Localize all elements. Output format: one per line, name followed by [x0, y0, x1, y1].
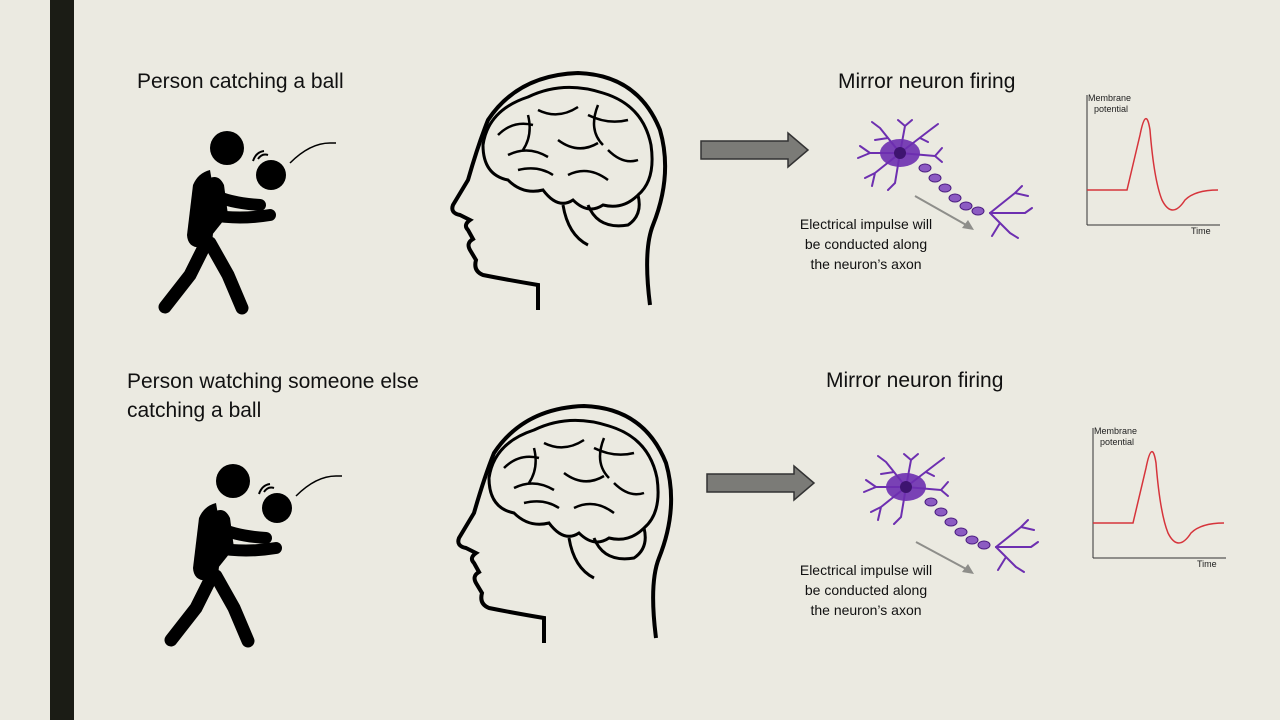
- membrane-potential-graph: Membrane potential Time: [1086, 93, 1220, 236]
- membrane-potential-graph: Membrane potential Time: [1092, 426, 1226, 569]
- row2-neuron-caption: Electrical impulse will be conducted alo…: [766, 560, 966, 620]
- caption-line: be conducted along: [804, 236, 928, 252]
- graph-ylabel: Membrane: [1094, 426, 1137, 436]
- row1-neuron-caption: Electrical impulse will be conducted alo…: [766, 214, 966, 274]
- caption-line: the neuron’s axon: [810, 602, 922, 618]
- graph-ylabel: Membrane: [1088, 93, 1131, 103]
- row2-firing-title: Mirror neuron firing: [826, 369, 1004, 392]
- row1-firing-title: Mirror neuron firing: [838, 70, 1016, 93]
- right-arrow-icon: [706, 464, 816, 502]
- caption-line: be conducted along: [804, 582, 928, 598]
- row1-title: Person catching a ball: [137, 70, 344, 93]
- caption-line: Electrical impulse will: [799, 216, 933, 232]
- row2-title-line2: catching a ball: [127, 399, 262, 422]
- sidebar-bar: [50, 0, 74, 720]
- graph-xlabel: Time: [1191, 226, 1211, 236]
- caption-line: Electrical impulse will: [799, 562, 933, 578]
- right-arrow-icon: [700, 131, 810, 169]
- graph-xlabel: Time: [1197, 559, 1217, 569]
- brain-head-icon: [450, 70, 668, 310]
- graph-ylabel: potential: [1094, 104, 1128, 114]
- row2-title: Person watching someone else catching a …: [127, 367, 419, 425]
- neuron-icon: [863, 453, 1039, 574]
- neuron-icon: [857, 119, 1033, 239]
- person-catching-ball-icon: [164, 464, 342, 648]
- caption-line: the neuron’s axon: [810, 256, 922, 272]
- person-catching-ball-icon: [158, 131, 336, 315]
- brain-head-icon: [456, 403, 674, 643]
- graph-ylabel: potential: [1100, 437, 1134, 447]
- row2-title-line1: Person watching someone else: [127, 370, 419, 393]
